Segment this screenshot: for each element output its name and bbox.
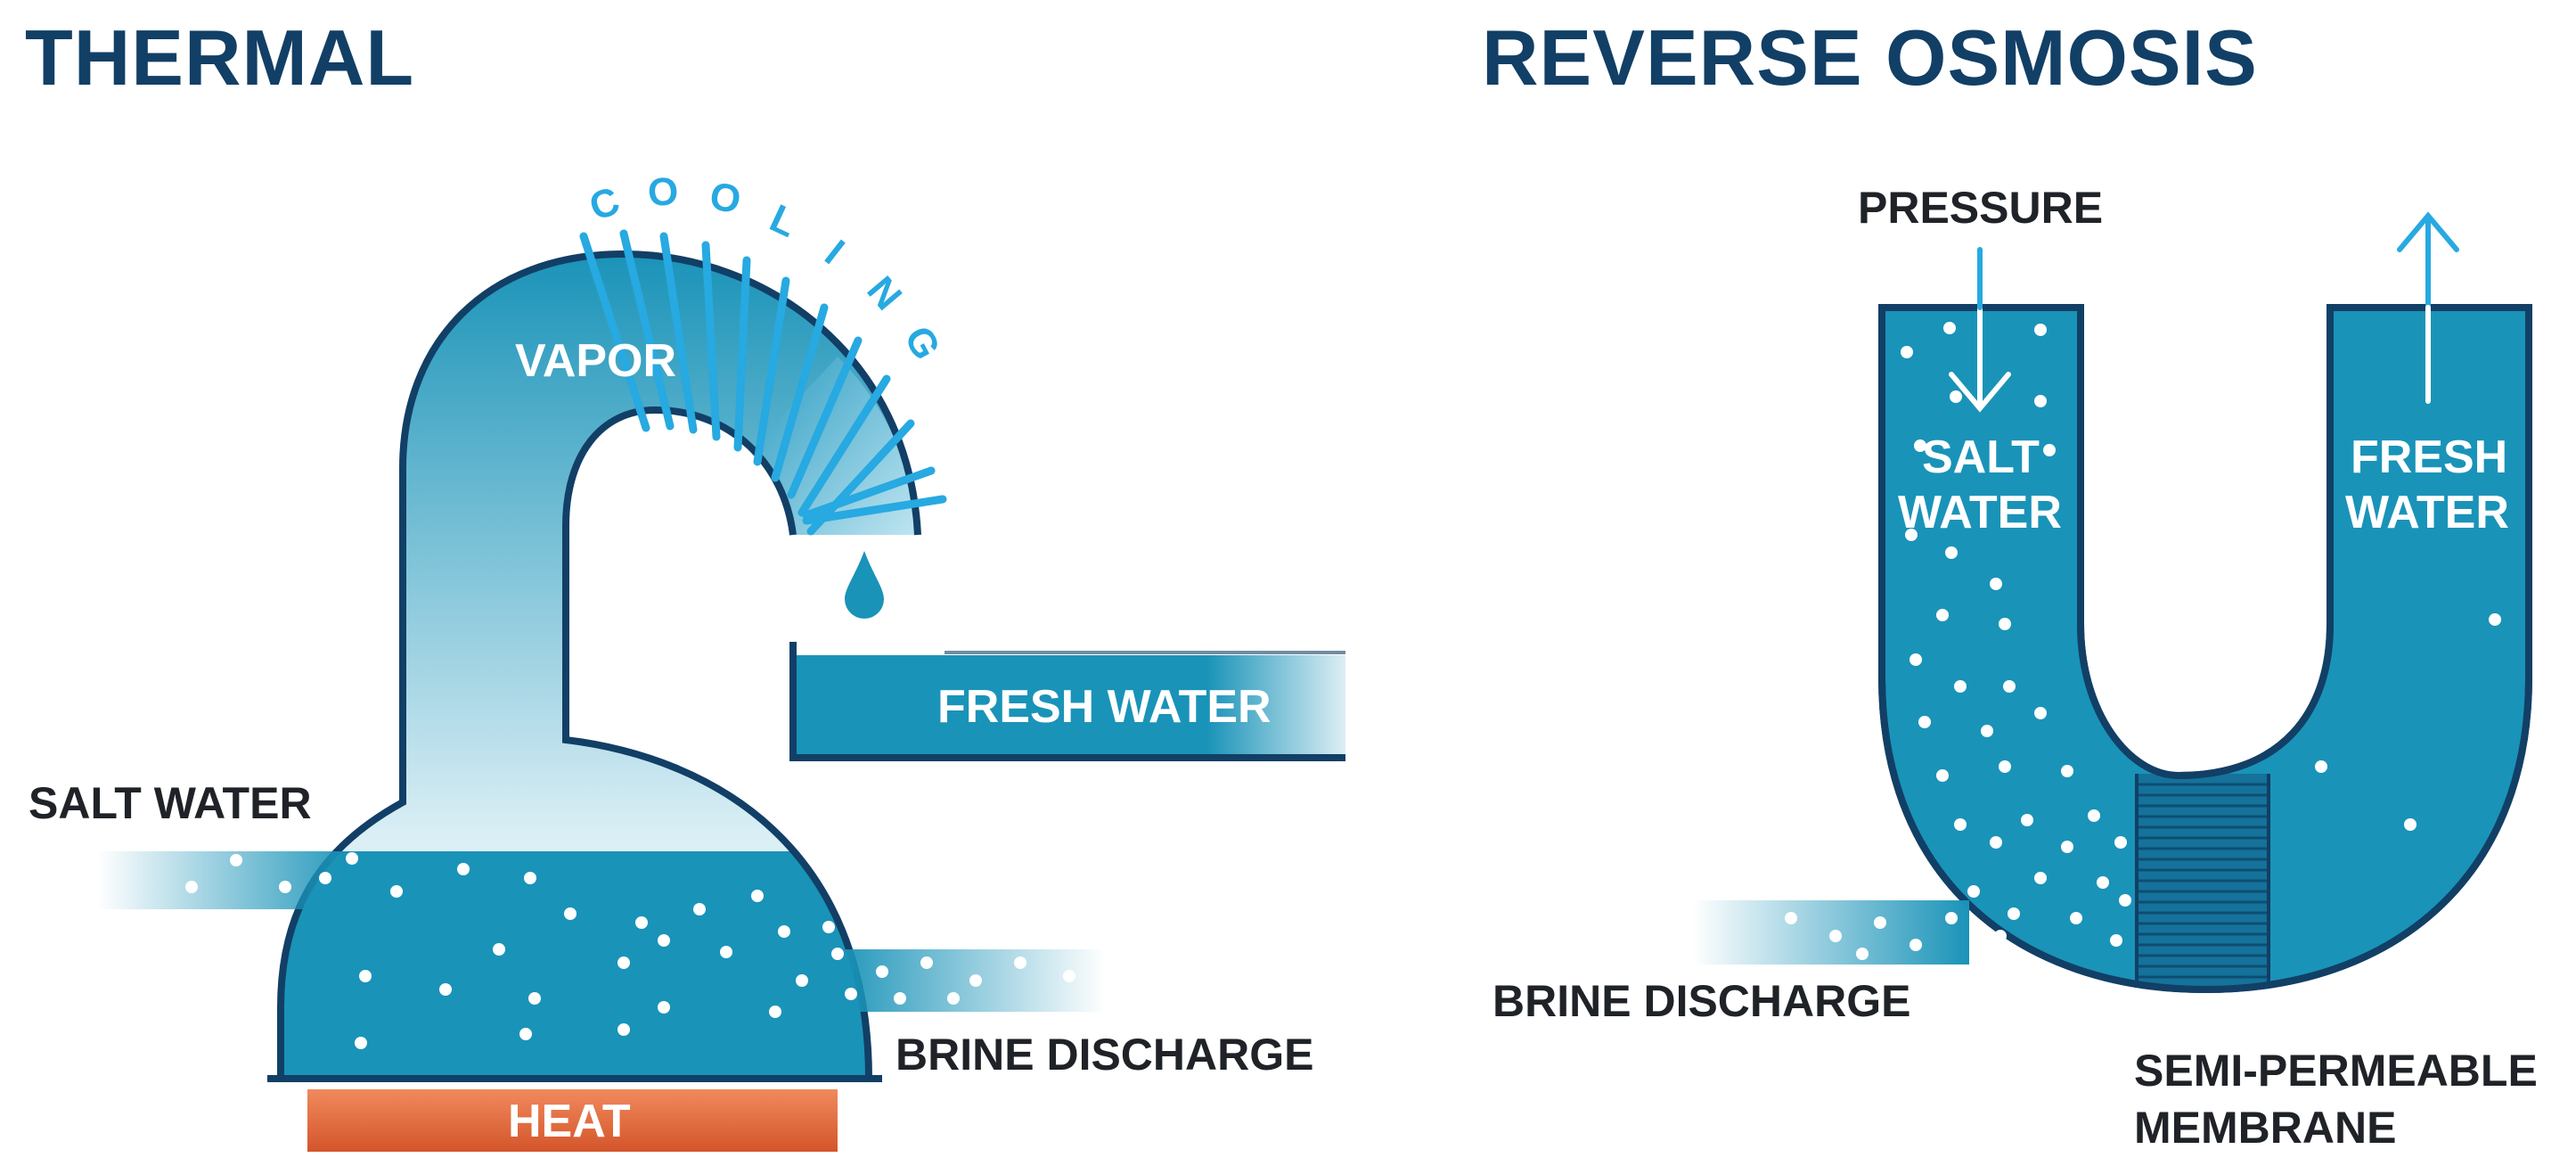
u-tube (1878, 304, 2532, 994)
membrane-label-line1: SEMI-PERMEABLE (2134, 1046, 2538, 1096)
ro-salt-water-label-line2: WATER (1898, 487, 2062, 538)
brine-outlet (829, 949, 1105, 1012)
droplet-icon (845, 551, 884, 619)
fresh-water-collector: FRESH WATER (789, 642, 1345, 761)
vapor-label: VAPOR (515, 335, 676, 387)
fresh-water-label: FRESH WATER (937, 681, 1272, 733)
salt-particles-ro (1785, 322, 2501, 960)
ro-title: REVERSE OSMOSIS (1482, 13, 2258, 102)
salt-particles-thermal (185, 852, 1075, 1049)
salt-water-label: SALT WATER (29, 778, 312, 828)
ro-fresh-water-label-line1: FRESH (2351, 431, 2507, 483)
brine-discharge-label: BRINE DISCHARGE (895, 1030, 1313, 1080)
cooling-label: C O O L I N G (584, 169, 949, 367)
membrane-label-line2: MEMBRANE (2134, 1103, 2396, 1153)
svg-text:I: I (817, 232, 853, 273)
svg-text:O: O (646, 169, 680, 216)
ro-fresh-water-label-line2: WATER (2345, 487, 2509, 538)
svg-text:C: C (584, 179, 626, 230)
svg-text:N: N (859, 268, 911, 318)
ro-salt-water-label-line1: SALT (1922, 431, 2040, 483)
svg-text:L: L (764, 196, 804, 246)
svg-text:G: G (895, 319, 948, 366)
ro-brine-discharge-label: BRINE DISCHARGE (1492, 976, 1910, 1026)
cooling-fins (579, 229, 947, 536)
heat-label: HEAT (508, 1096, 631, 1147)
boiler-water (281, 851, 882, 1079)
heat-plate (307, 1089, 838, 1152)
thermal-title: THERMAL (25, 13, 414, 102)
svg-text:O: O (707, 174, 744, 222)
pressure-label: PRESSURE (1858, 183, 2103, 233)
